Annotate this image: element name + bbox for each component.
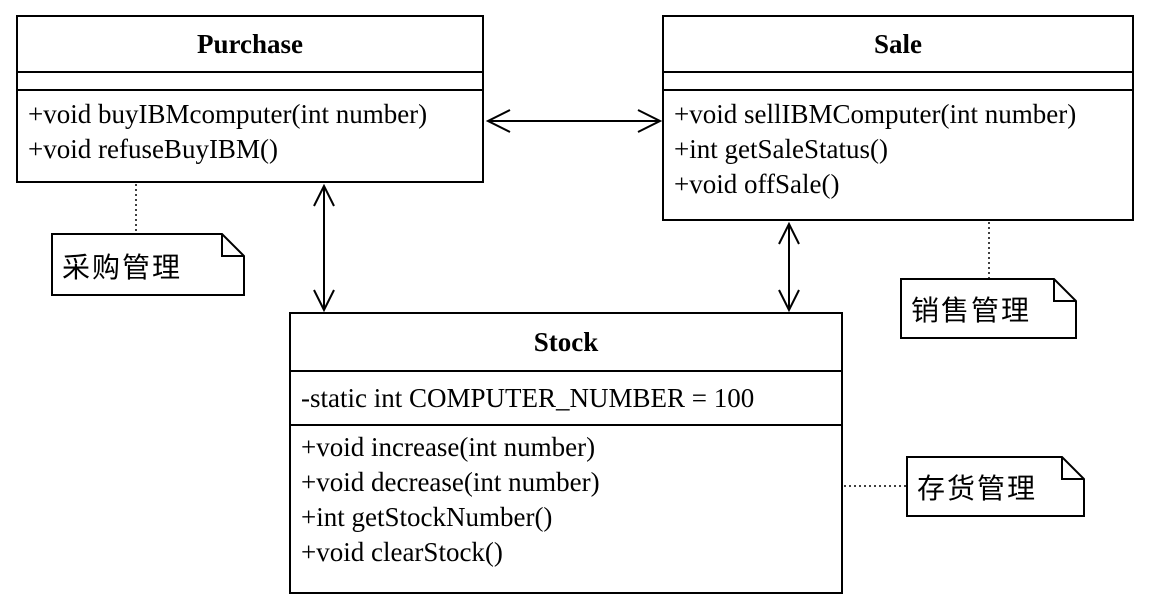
stock-class-name: Stock [291,314,841,372]
sale-class: Sale +void sellIBMComputer(int number) +… [662,15,1134,221]
sale-note: 销售管理 [900,278,1077,339]
purchase-class-name: Purchase [18,17,482,73]
stock-attribute: -static int COMPUTER_NUMBER = 100 [301,383,755,413]
stock-note: 存货管理 [906,456,1085,517]
sale-operation: +int getSaleStatus() [674,134,888,164]
purchase-operations-compartment: +void buyIBMcomputer(int number) +void r… [18,91,482,167]
purchase-note: 采购管理 [51,233,245,296]
sale-attributes-compartment [664,73,1132,91]
sale-operation: +void sellIBMComputer(int number) [674,99,1077,129]
purchase-operation: +void buyIBMcomputer(int number) [28,99,428,129]
stock-operations-compartment: +void increase(int number) +void decreas… [291,426,841,570]
stock-operation: +void decrease(int number) [301,467,600,497]
association-purchase-sale [485,109,663,133]
purchase-note-text: 采购管理 [62,251,182,284]
purchase-class: Purchase +void buyIBMcomputer(int number… [16,15,484,183]
sale-note-text: 销售管理 [911,294,1031,327]
association-sale-stock [778,221,800,313]
stock-operation: +void increase(int number) [301,432,596,462]
stock-note-text: 存货管理 [917,472,1037,505]
sale-class-name: Sale [664,17,1132,73]
association-purchase-stock [313,183,335,313]
sale-operations-compartment: +void sellIBMComputer(int number) +int g… [664,91,1132,202]
stock-attributes-compartment: -static int COMPUTER_NUMBER = 100 [291,372,841,426]
stock-operation: +void clearStock() [301,537,503,567]
purchase-attributes-compartment [18,73,482,91]
stock-class: Stock -static int COMPUTER_NUMBER = 100 … [289,312,843,594]
sale-operation: +void offSale() [674,169,840,199]
stock-operation: +int getStockNumber() [301,502,553,532]
purchase-operation: +void refuseBuyIBM() [28,134,278,164]
